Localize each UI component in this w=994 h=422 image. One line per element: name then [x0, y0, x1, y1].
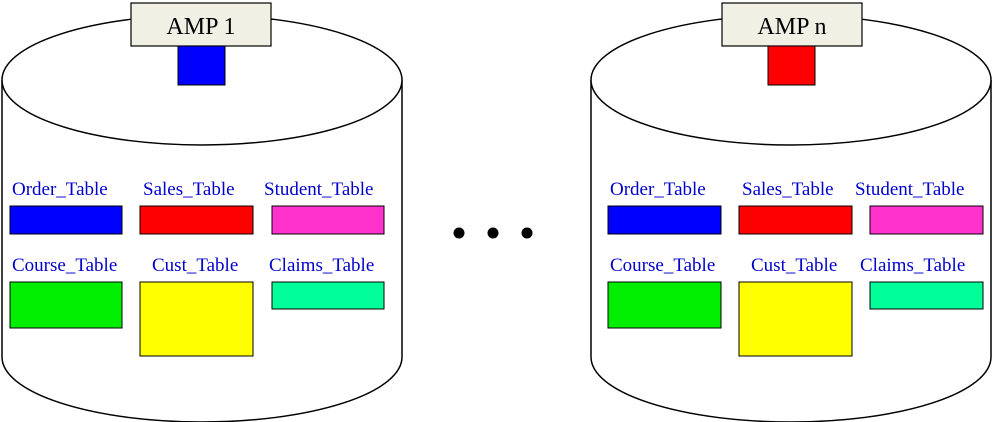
amp-label-box: [721, 2, 863, 47]
ellipsis-dot: [487, 227, 499, 239]
amp-n-group: AMP n Order_Table Sales_Table Student_Ta…: [590, 2, 992, 422]
disk-cylinder: [590, 14, 992, 422]
cylinder-body: [590, 80, 992, 422]
table-block-cust: [738, 281, 853, 357]
table-label-sales: Sales_Table: [742, 179, 834, 200]
ellipsis-dot: [453, 227, 465, 239]
table-block-order: [9, 205, 123, 235]
amp-label: AMP n: [757, 14, 826, 40]
amp-label-box: [130, 2, 272, 47]
table-label-student: Student_Table: [855, 179, 964, 200]
table-block-course: [9, 281, 123, 329]
table-block-student: [869, 205, 984, 235]
table-block-cust: [139, 281, 254, 357]
table-block-claims: [869, 281, 984, 310]
table-label-order: Order_Table: [610, 179, 706, 200]
table-block-student: [271, 205, 385, 235]
table-block-sales: [139, 205, 254, 235]
amp-1-group: AMP 1 Order_Table Sales_Table Student_Ta…: [1, 2, 403, 422]
table-block-sales: [738, 205, 853, 235]
amp-label: AMP 1: [166, 14, 235, 40]
table-label-student: Student_Table: [264, 179, 373, 200]
table-label-order: Order_Table: [12, 179, 108, 200]
table-label-cust: Cust_Table: [152, 255, 238, 276]
table-label-cust: Cust_Table: [751, 255, 837, 276]
ellipsis: [453, 227, 533, 239]
table-block-claims: [271, 281, 385, 310]
table-label-claims: Claims_Table: [860, 255, 965, 276]
amp-indicator: [767, 45, 816, 86]
table-label-claims: Claims_Table: [269, 255, 374, 276]
table-label-course: Course_Table: [12, 255, 117, 276]
table-block-order: [607, 205, 722, 235]
amp-indicator: [177, 45, 226, 86]
table-label-sales: Sales_Table: [143, 179, 235, 200]
ellipsis-dot: [521, 227, 533, 239]
cylinder-body: [1, 80, 403, 422]
table-block-course: [607, 281, 722, 329]
table-label-course: Course_Table: [610, 255, 715, 276]
